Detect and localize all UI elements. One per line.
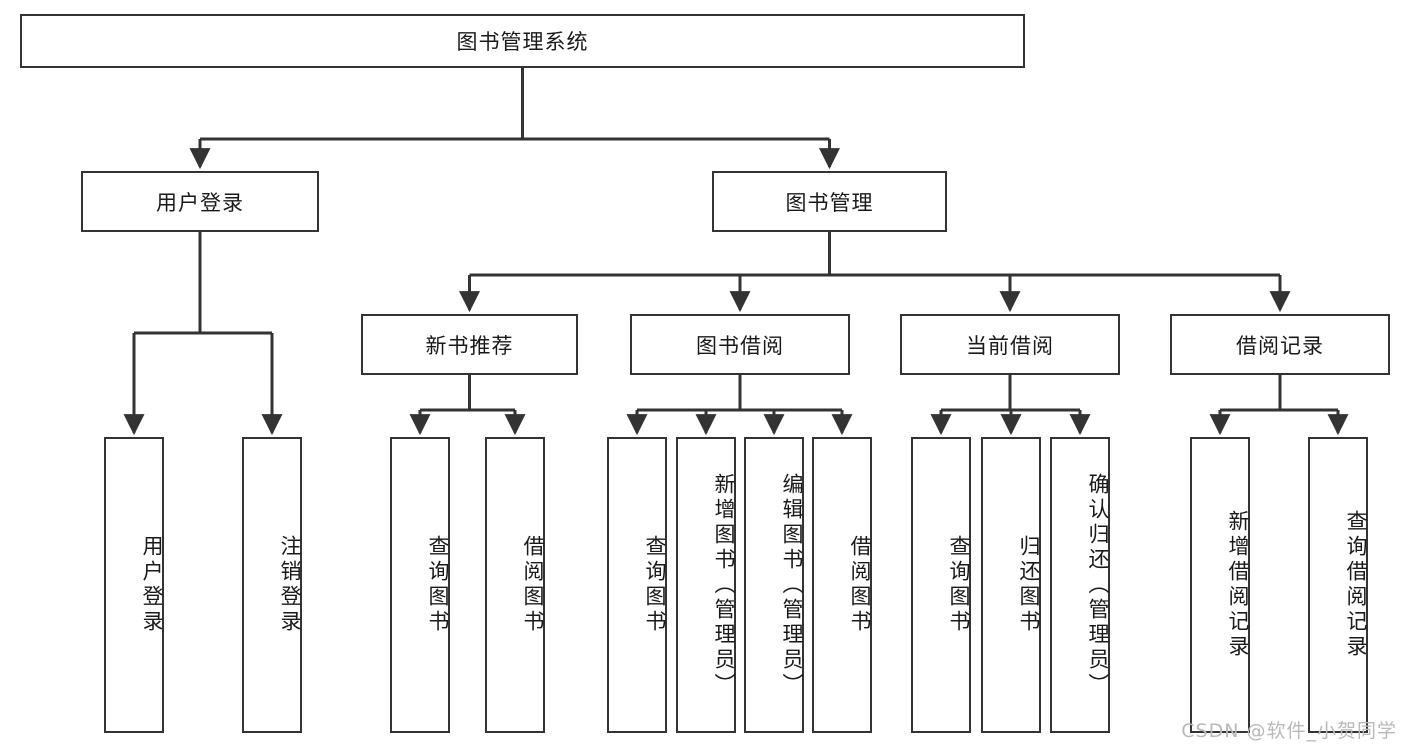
node-label: 查询图书 <box>947 535 971 635</box>
node-leaf-9[interactable]: 归还图书 <box>981 437 1041 733</box>
node-label: 图书管理系统 <box>456 30 589 54</box>
node-label: 确认归还（管理员） <box>1086 472 1110 698</box>
node-label: 编辑图书（管理员） <box>780 472 804 698</box>
node-leaf-2[interactable]: 查询图书 <box>390 437 450 733</box>
node-label: 查询借阅记录 <box>1344 510 1368 660</box>
node-label: 借阅记录 <box>1236 333 1324 358</box>
node-label: 当前借阅 <box>966 333 1054 358</box>
node-label: 图书借阅 <box>696 333 784 358</box>
watermark-text: CSDN @软件_小贺同学 <box>1181 720 1397 742</box>
node-root-图书管理系统[interactable]: 图书管理系统 <box>20 14 1025 68</box>
node-leaf-12[interactable]: 查询借阅记录 <box>1308 437 1368 733</box>
node-label: 新增借阅记录 <box>1226 510 1250 660</box>
node-level3-2[interactable]: 当前借阅 <box>900 314 1120 375</box>
node-label: 用户登录 <box>156 190 244 215</box>
node-level3-3[interactable]: 借阅记录 <box>1170 314 1390 375</box>
node-leaf-3[interactable]: 借阅图书 <box>485 437 545 733</box>
node-leaf-8[interactable]: 查询图书 <box>911 437 971 733</box>
node-level3-0[interactable]: 新书推荐 <box>361 314 578 375</box>
node-leaf-11[interactable]: 新增借阅记录 <box>1190 437 1250 733</box>
node-leaf-7[interactable]: 借阅图书 <box>812 437 872 733</box>
node-label: 注销登录 <box>278 535 302 635</box>
node-label: 新增图书（管理员） <box>712 472 736 698</box>
node-level3-1[interactable]: 图书借阅 <box>630 314 850 375</box>
node-label: 借阅图书 <box>521 535 545 635</box>
node-leaf-4[interactable]: 查询图书 <box>607 437 667 733</box>
node-level2-0[interactable]: 用户登录 <box>81 171 319 232</box>
node-leaf-10[interactable]: 确认归还（管理员） <box>1050 437 1110 733</box>
node-label: 查询图书 <box>426 535 450 635</box>
node-leaf-1[interactable]: 注销登录 <box>242 437 302 733</box>
node-label: 借阅图书 <box>848 535 872 635</box>
node-label: 归还图书 <box>1017 535 1041 635</box>
node-label: 用户登录 <box>140 535 164 635</box>
node-label: 查询图书 <box>643 535 667 635</box>
node-label: 新书推荐 <box>425 333 514 358</box>
node-level2-1[interactable]: 图书管理 <box>712 171 947 232</box>
node-leaf-5[interactable]: 新增图书（管理员） <box>676 437 736 733</box>
node-label: 图书管理 <box>785 190 874 215</box>
node-leaf-6[interactable]: 编辑图书（管理员） <box>744 437 804 733</box>
node-leaf-0[interactable]: 用户登录 <box>104 437 164 733</box>
